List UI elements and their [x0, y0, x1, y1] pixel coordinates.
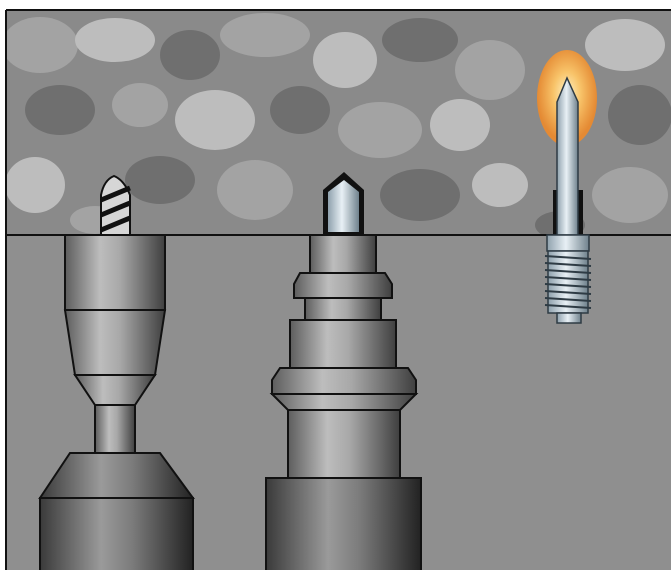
stud-shank-top: [310, 235, 376, 273]
drill-chuck-taper: [65, 310, 165, 375]
stud-collar-1: [294, 273, 392, 298]
nail-end: [557, 313, 581, 323]
stud-base: [266, 478, 421, 570]
nail-threads: [545, 251, 591, 313]
drill-neck: [95, 405, 135, 453]
stud-body-shoulder: [272, 394, 416, 410]
stud-shank-lower: [290, 320, 396, 368]
drill-chuck-upper: [65, 235, 165, 310]
stud-collar-2: [272, 368, 416, 394]
nail-collar: [547, 235, 589, 251]
nail-shank: [557, 78, 578, 235]
drill-body: [40, 498, 193, 570]
stud-body: [288, 410, 400, 478]
stud-shank-mid: [305, 298, 381, 320]
